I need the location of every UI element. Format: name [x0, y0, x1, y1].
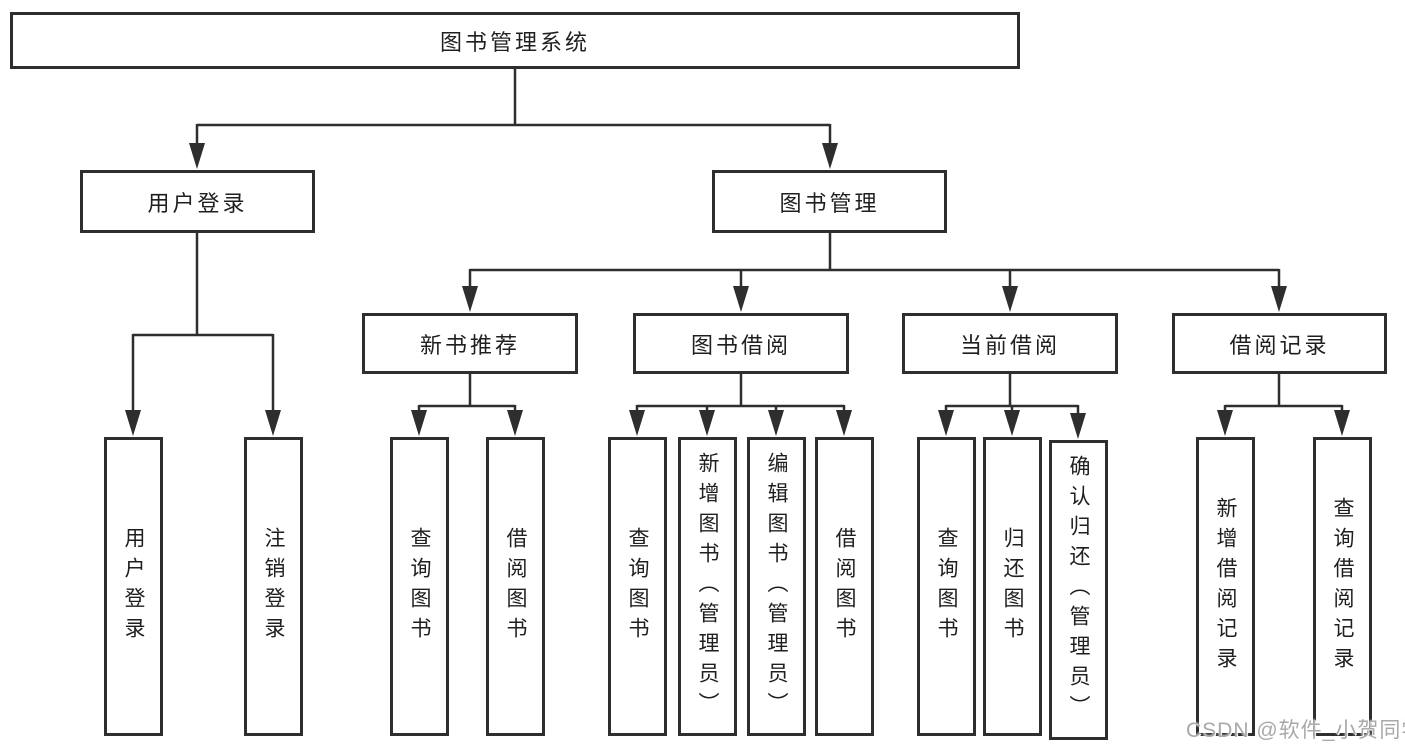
node-label: 编辑图书（管理员）	[765, 451, 788, 722]
arrowheads	[125, 143, 1350, 439]
arrow-down-icon	[125, 410, 141, 436]
node-leaf-add-book-admin: 新增图书（管理员）	[678, 437, 737, 736]
node-new-book-recommend: 新书推荐	[362, 313, 578, 374]
node-label: 用户登录	[122, 526, 145, 647]
node-leaf-query-books-borrow: 查询图书	[608, 437, 667, 736]
node-label: 新增图书（管理员）	[696, 451, 719, 722]
node-leaf-edit-book-admin: 编辑图书（管理员）	[747, 437, 806, 736]
node-label: 注销登录	[262, 526, 285, 647]
connector-book-management	[468, 233, 1281, 291]
node-label: 图书借阅	[690, 332, 791, 358]
node-label: 确认归还（管理员）	[1067, 455, 1090, 725]
node-label: 图书管理	[779, 190, 880, 216]
node-label: 图书管理系统	[439, 29, 590, 55]
arrow-down-icon	[1002, 286, 1018, 312]
connector-root	[195, 68, 832, 150]
node-label: 借阅图书	[833, 526, 856, 647]
node-borrow-records: 借阅记录	[1172, 313, 1387, 374]
node-label: 查询图书	[408, 526, 431, 647]
arrow-down-icon	[768, 410, 784, 436]
arrow-down-icon	[733, 286, 749, 312]
arrow-down-icon	[1271, 286, 1287, 312]
connector-book-borrow	[635, 374, 846, 415]
connector-user-login	[131, 233, 275, 414]
node-leaf-query-books-recommend: 查询图书	[390, 437, 449, 736]
arrow-down-icon	[462, 286, 478, 312]
node-label: 当前借阅	[959, 332, 1060, 358]
node-label: 查询图书	[626, 526, 649, 647]
node-leaf-query-books-current: 查询图书	[917, 437, 976, 736]
node-book-management: 图书管理	[712, 170, 947, 233]
node-leaf-add-borrow-record: 新增借阅记录	[1196, 437, 1255, 736]
arrow-down-icon	[629, 410, 645, 436]
watermark: CSDN @软件_小贺同学	[1186, 719, 1405, 742]
arrow-down-icon	[1004, 410, 1020, 436]
arrow-down-icon	[938, 410, 954, 436]
node-label: 借阅记录	[1229, 332, 1330, 358]
arrow-down-icon	[1217, 410, 1233, 436]
arrow-down-icon	[411, 410, 427, 436]
connector-new-book-recommend	[417, 374, 517, 415]
arrow-down-icon	[822, 143, 838, 169]
node-leaf-borrow-books-recommend: 借阅图书	[486, 437, 545, 736]
node-leaf-user-login: 用户登录	[104, 437, 163, 736]
node-book-borrow: 图书借阅	[633, 313, 849, 374]
node-leaf-confirm-return-admin: 确认归还（管理员）	[1049, 440, 1108, 740]
node-label: 查询借阅记录	[1331, 496, 1354, 677]
node-leaf-return-book: 归还图书	[983, 437, 1042, 736]
arrow-down-icon	[1070, 413, 1086, 439]
node-leaf-query-borrow-record: 查询借阅记录	[1313, 437, 1372, 736]
node-leaf-logout: 注销登录	[244, 437, 303, 736]
node-library-management-system: 图书管理系统	[10, 12, 1020, 69]
node-label: 新增借阅记录	[1214, 496, 1237, 677]
node-current-borrow: 当前借阅	[902, 313, 1118, 374]
node-label: 新书推荐	[419, 332, 520, 358]
node-leaf-borrow-books: 借阅图书	[815, 437, 874, 736]
arrow-down-icon	[265, 410, 281, 436]
arrow-down-icon	[507, 410, 523, 436]
node-label: 借阅图书	[504, 526, 527, 647]
arrow-down-icon	[836, 410, 852, 436]
arrow-down-icon	[699, 410, 715, 436]
node-label: 用户登录	[147, 190, 248, 216]
arrow-down-icon	[189, 143, 205, 169]
connector-borrow-records	[1223, 374, 1344, 415]
node-user-login: 用户登录	[80, 170, 315, 233]
node-label: 归还图书	[1001, 526, 1024, 647]
arrow-down-icon	[1334, 410, 1350, 436]
node-label: 查询图书	[935, 526, 958, 647]
